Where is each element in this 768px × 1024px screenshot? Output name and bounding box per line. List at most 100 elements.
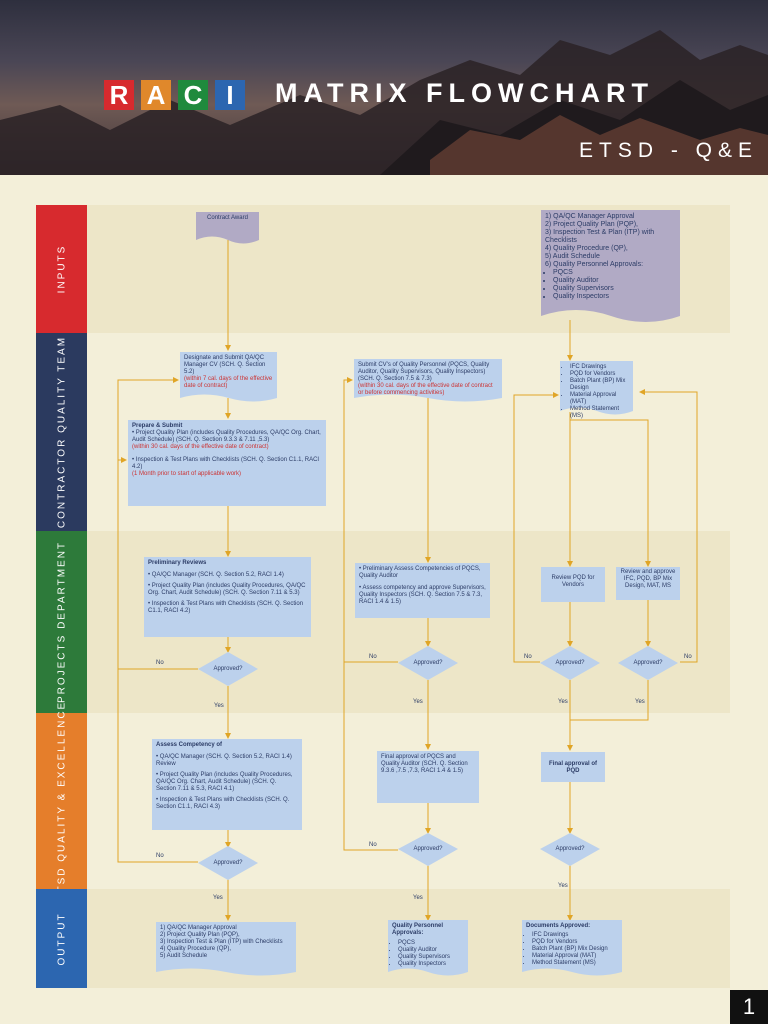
input-list-item: 5) Audit Schedule	[545, 253, 600, 260]
final-approval-pqd-box: Final approval of PQD	[541, 752, 605, 782]
prepare-submit-box: Prepare & Submit • Project Quality Plan …	[128, 420, 326, 506]
header-banner: R A C I MATRIX FLOWCHART ETSD - Q&E	[0, 0, 768, 175]
designate-text: Designate and Submit QA/QC Manager CV (S…	[184, 355, 266, 375]
prelim-text: Inspection & Test Plans with Checklists …	[148, 601, 304, 614]
bullet-item: Quality Inspectors	[553, 293, 676, 301]
review-ifc-text: Review and approve IFC, PQD, BP Mix Desi…	[620, 569, 676, 589]
review-pqd-box: Review PQD for Vendors	[541, 567, 605, 602]
output-approvals-box: 1) QA/QC Manager Approval 2) Project Qua…	[156, 922, 296, 967]
assess-title: Assess Competency of	[156, 742, 223, 748]
prepare-deadline: (within 30 cal. days of the effective da…	[132, 444, 269, 450]
input-list-item: 3) Inspection Test & Plan (ITP) with Che…	[545, 229, 655, 244]
input-list-item: 4) Quality Procedure (QP),	[545, 245, 628, 252]
page-subtitle: ETSD - Q&E	[579, 139, 759, 162]
assess-item: • QA/QC Manager (SCH. Q. Section 5.2, RA…	[156, 754, 292, 767]
raci-letter: R	[104, 80, 134, 110]
decision-label: Approved?	[413, 846, 443, 852]
decision-label: Approved?	[555, 846, 585, 852]
prelim-text: Project Quality Plan (includes Quality P…	[148, 583, 306, 596]
input-list-item: 1) QA/QC Manager Approval	[545, 213, 635, 220]
yes-label: Yes	[214, 703, 224, 709]
decision-label: Approved?	[555, 660, 585, 666]
decision-diamond	[540, 833, 600, 866]
assess-text: QA/QC Manager (SCH. Q. Section 5.2, RACI…	[156, 754, 292, 767]
review-pqd-text: Review PQD for Vendors	[551, 575, 595, 588]
output-personnel-item: Quality Supervisors	[398, 954, 464, 961]
prelim-item: • QA/QC Manager (SCH. Q. Section 5.2, RA…	[148, 572, 284, 578]
prelim-item: • Project Quality Plan (includes Quality…	[148, 583, 306, 596]
prelim-text: QA/QC Manager (SCH. Q. Section 5.2, RACI…	[151, 572, 284, 578]
decision-label: Approved?	[213, 860, 243, 866]
assess-text: Inspection & Test Plans with Checklists …	[156, 797, 290, 810]
decision-label: Approved?	[413, 660, 443, 666]
prepare-item: • Project Quality Plan (includes Quality…	[132, 430, 321, 443]
output-documents-item: Method Statement (MS)	[532, 960, 618, 967]
input-list-item: 2) Project Quality Plan (PQP),	[545, 221, 638, 228]
output-personnel-title: Quality Personnel Approvals:	[392, 923, 444, 936]
personnel-bullets: PQCS Quality Auditor Quality Supervisors…	[545, 269, 676, 301]
decision-diamond	[198, 846, 258, 880]
ifc-drawings-box: IFC Drawings PQD for Vendors Batch Plant…	[560, 361, 633, 419]
contract-award-label: Contract Award	[207, 215, 248, 221]
output-documents-item: IFC Drawings	[532, 932, 618, 939]
yes-label: Yes	[413, 895, 423, 901]
no-label: No	[684, 654, 692, 660]
output-documents-title: Documents Approved:	[526, 923, 591, 929]
bullet-item: Quality Supervisors	[553, 285, 676, 293]
decision-diamond	[540, 646, 600, 680]
prelim-item: • Inspection & Test Plans with Checklist…	[148, 601, 304, 614]
submit-cv-box: Submit CV's of Quality Personnel (PQCS, …	[354, 359, 502, 396]
preliminary-pqcs-box: • Preliminary Assess Competencies of PQC…	[355, 563, 490, 618]
output-documents-list: IFC Drawings PQD for Vendors Batch Plant…	[526, 932, 618, 967]
output-item: 3) Inspection Test & Plan (ITP) with Che…	[160, 939, 283, 945]
preliminary-reviews-box: Preliminary Reviews • QA/QC Manager (SCH…	[144, 557, 311, 637]
decision-diamond	[398, 833, 458, 866]
ifc-item: Batch Plant (BP) Mix Design	[570, 378, 629, 392]
assess-text: Project Quality Plan (includes Quality P…	[156, 772, 293, 792]
bullet-item: PQCS	[553, 269, 676, 277]
review-ifc-box: Review and approve IFC, PQD, BP Mix Desi…	[616, 567, 680, 600]
no-label: No	[156, 660, 164, 666]
final-approval-pqcs-box: Final approval of PQCS and Quality Audit…	[377, 751, 479, 803]
raci-letter: C	[178, 80, 208, 110]
page-title: MATRIX FLOWCHART	[275, 78, 654, 108]
output-documents-item: PQD for Vendors	[532, 939, 618, 946]
prepare-deadline: (1 Month prior to start of applicable wo…	[132, 471, 242, 477]
prelim-title: Preliminary Reviews	[148, 560, 207, 566]
output-personnel-box: Quality Personnel Approvals: PQCS Qualit…	[388, 920, 468, 967]
output-personnel-item: Quality Inspectors	[398, 961, 464, 968]
lane-inputs: INPUTS	[36, 205, 87, 333]
assess-item: • Project Quality Plan (includes Quality…	[156, 772, 293, 792]
decision-label: Approved?	[633, 660, 663, 666]
submit-cv-deadline: (within 30 cal. days of the effective da…	[358, 383, 493, 396]
ifc-item: IFC Drawings	[570, 364, 629, 371]
output-documents-item: Batch Plant (BP) Mix Design	[532, 946, 618, 953]
prepare-text: Project Quality Plan (includes Quality P…	[132, 430, 321, 443]
input-approvals-box: 1) QA/QC Manager Approval 2) Project Qua…	[541, 210, 680, 309]
final-pqcs-text: Final approval of PQCS and Quality Audit…	[381, 754, 468, 774]
lane-contractor: CONTRACTOR QUALITY TEAM	[36, 333, 87, 531]
prepare-text: Inspection & Test Plans with Checklists …	[132, 457, 320, 470]
prelim-pqcs-text: Preliminary Assess Competencies of PQCS,…	[359, 566, 481, 579]
prelim-pqcs-item: • Preliminary Assess Competencies of PQC…	[359, 566, 481, 579]
yes-label: Yes	[413, 699, 423, 705]
yes-label: Yes	[213, 895, 223, 901]
lane-etsd: ETSD QUALITY & EXCELLENCE	[36, 701, 87, 901]
yes-label: Yes	[558, 883, 568, 889]
prepare-title: Prepare & Submit	[132, 423, 183, 429]
output-documents-item: Material Approval (MAT)	[532, 953, 618, 960]
output-item: 2) Project Quality Plan (PQP),	[160, 932, 240, 938]
ifc-item: PQD for Vendors	[570, 371, 629, 378]
decision-diamond	[198, 652, 258, 686]
ifc-list: IFC Drawings PQD for Vendors Batch Plant…	[564, 364, 629, 420]
ifc-item: Method Statement (MS)	[570, 406, 629, 420]
yes-label: Yes	[558, 699, 568, 705]
decision-diamond	[398, 646, 458, 680]
output-personnel-list: PQCS Quality Auditor Quality Supervisors…	[392, 940, 464, 968]
no-label: No	[369, 654, 377, 660]
prelim-pqcs-text: Assess competency and approve Supervisor…	[359, 585, 486, 605]
raci-logo: R A C I	[104, 80, 245, 110]
ifc-item: Material Approval (MAT)	[570, 392, 629, 406]
submit-cv-text: Submit CV's of Quality Personnel (PQCS, …	[358, 362, 490, 382]
designate-submit-box: Designate and Submit QA/QC Manager CV (S…	[180, 352, 277, 393]
